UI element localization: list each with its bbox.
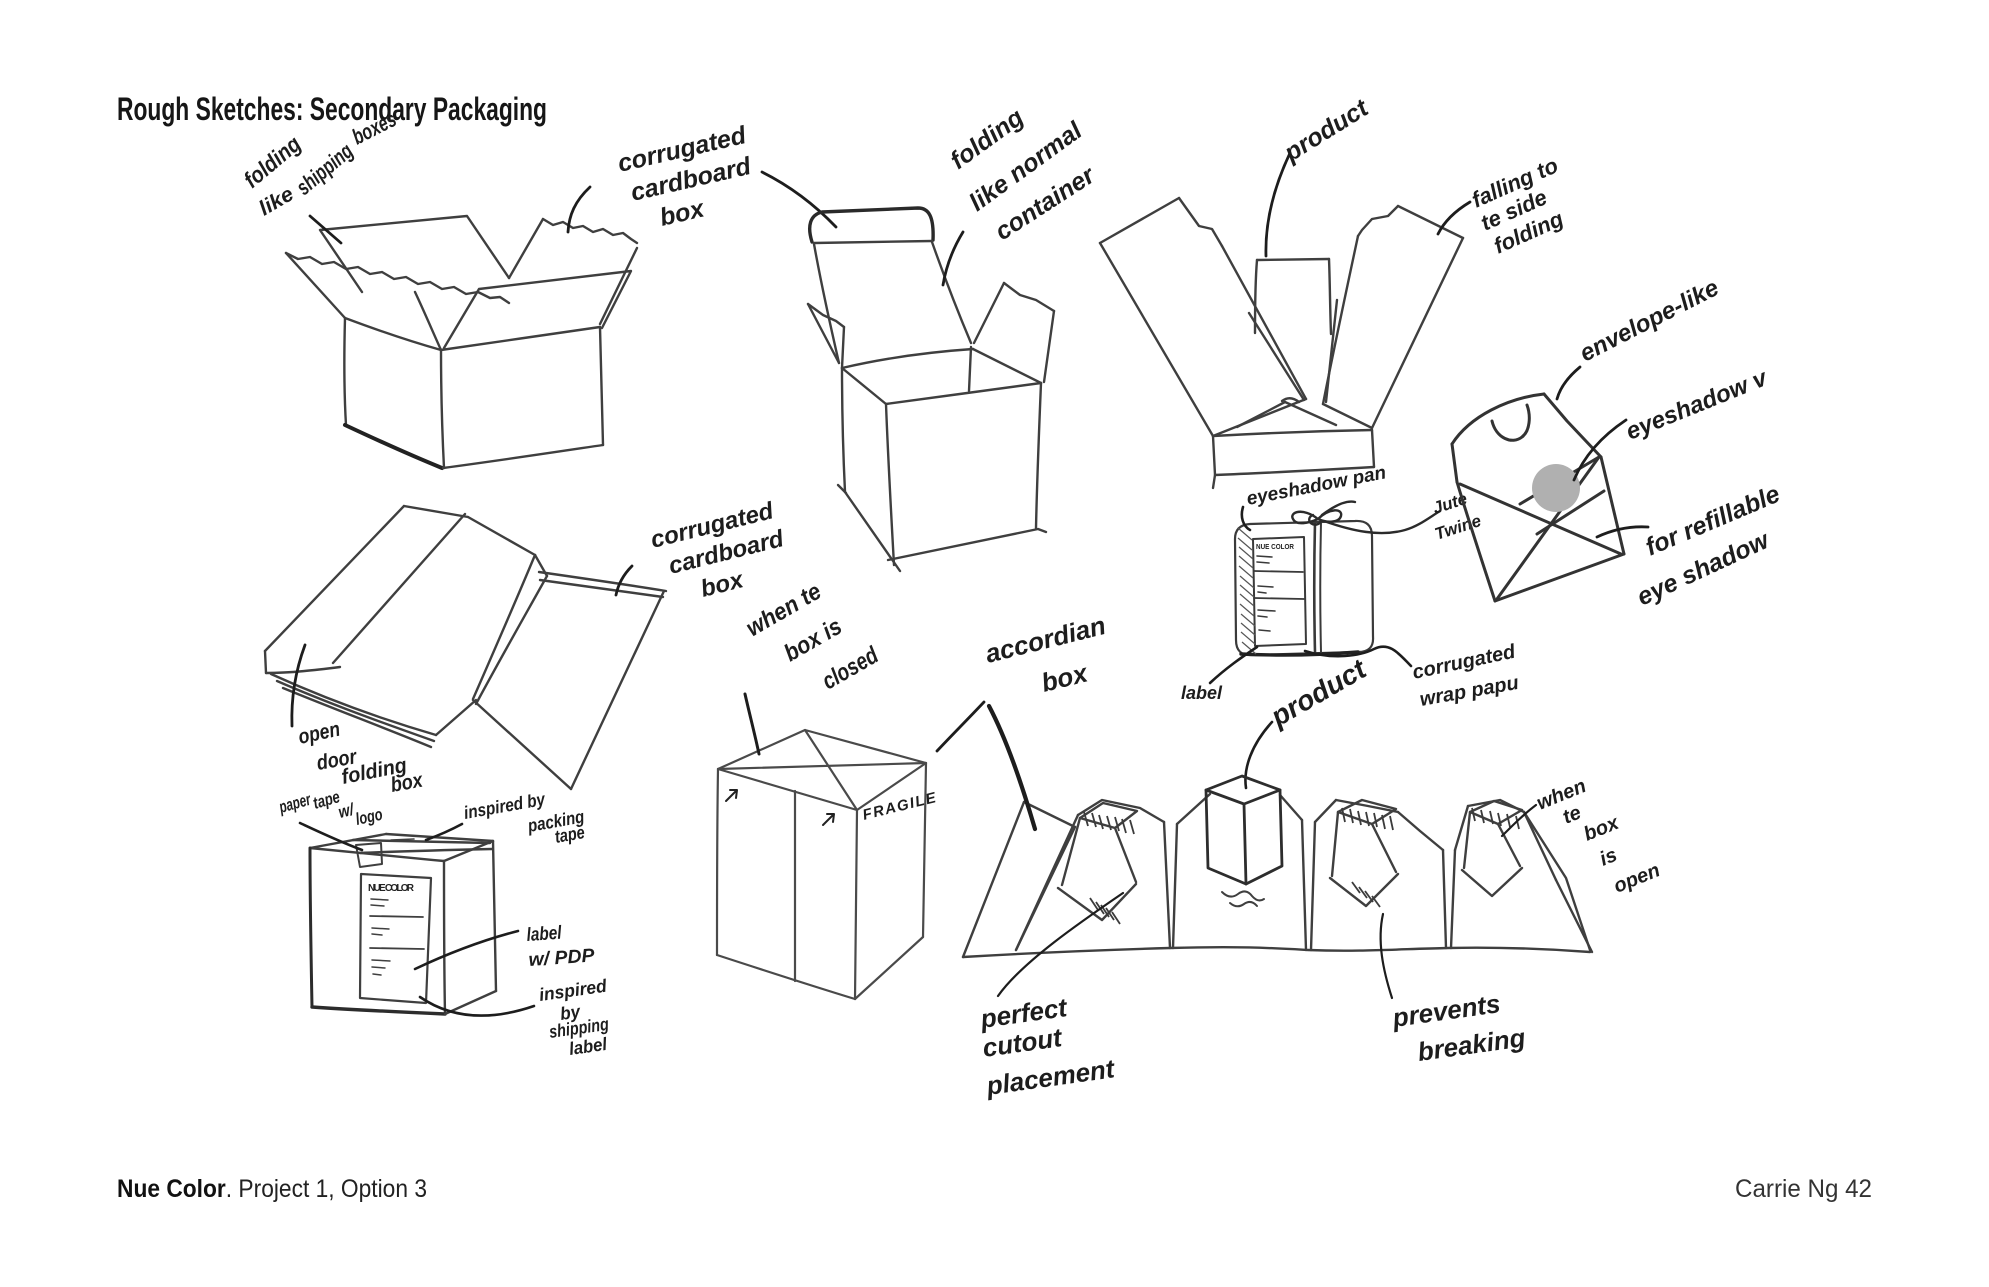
svg-text:by: by — [559, 1001, 583, 1024]
svg-text:w/: w/ — [336, 799, 357, 822]
svg-text:label: label — [526, 923, 563, 946]
svg-text:Carrie Ng 42: Carrie Ng 42 — [1735, 1175, 1872, 1203]
svg-text:NUE COLOR: NUE COLOR — [368, 883, 415, 894]
svg-text:w/ PDP: w/ PDP — [528, 945, 596, 971]
svg-text:Nue Color. Project 1, Option 3: Nue Color. Project 1, Option 3 — [117, 1175, 427, 1203]
svg-text:label: label — [1181, 683, 1223, 703]
svg-text:Rough Sketches: Secondary Pack: Rough Sketches: Secondary Packaging — [117, 91, 547, 127]
svg-text:is: is — [1597, 844, 1621, 871]
svg-text:NUE COLOR: NUE COLOR — [1256, 544, 1294, 551]
svg-text:box: box — [389, 769, 426, 797]
